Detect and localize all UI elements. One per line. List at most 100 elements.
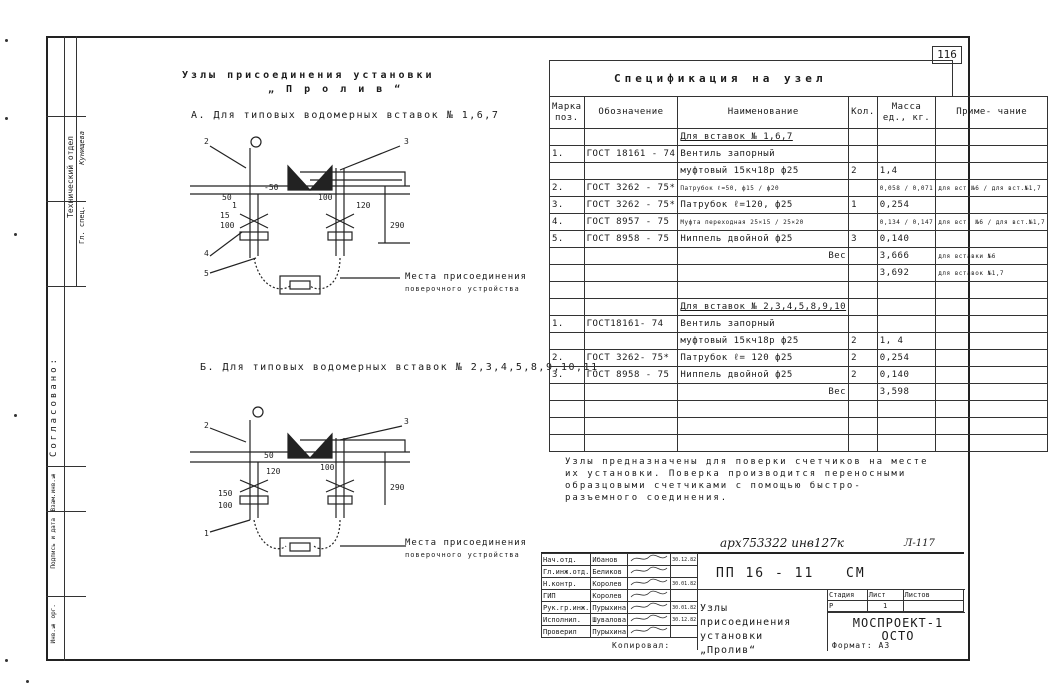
staff-role: Нач.отд.: [540, 553, 592, 566]
scan-dot: [26, 680, 29, 683]
staff-name: Пурыхина: [590, 625, 629, 638]
sheet-ref: Л-117: [904, 538, 935, 549]
spec-cell: Патрубок ℓ=120, ф25: [677, 196, 850, 214]
spec-cell: [935, 349, 1048, 367]
title-block-top: [541, 552, 964, 554]
spec-cell: [876, 315, 937, 333]
note-line: образцовыми счетчиками с помощью быстро-: [565, 481, 862, 491]
staff-role: Гл.инж.отд.: [540, 565, 592, 578]
spec-header-name: Наименование: [677, 96, 850, 129]
connection-label-b2: поверочного устройства: [405, 551, 520, 559]
staff-role: ГИП: [540, 589, 592, 602]
signature: [627, 565, 672, 578]
drawing-code: ПП 16 - 11: [716, 566, 815, 581]
spec-cell: ГОСТ 3262- 75*: [583, 349, 679, 367]
dim-100d: 100: [218, 501, 233, 510]
drawing-code-suffix: СМ: [846, 566, 866, 581]
spec-cell: для вст.№6 / для вст.№1,7: [935, 179, 1048, 197]
dept-label: Технический отдел: [66, 136, 75, 218]
spec-header-note: Приме- чание: [935, 96, 1048, 129]
spec-empty-row: [549, 400, 1048, 418]
staff-date: [670, 565, 699, 578]
signature: [627, 553, 672, 566]
spec-cell: муфтовый 15кч18р ф25: [677, 332, 850, 350]
spec-cell: [935, 162, 1048, 180]
spec-cell: 1,4: [876, 162, 937, 180]
spec-header-pos: Марка поз.: [549, 96, 585, 129]
diagram-b: 2 3 1 120 50 100 290 150 100: [190, 406, 410, 557]
spec-cell: ГОСТ 18161 - 74: [583, 145, 679, 163]
spec-title-box: [549, 60, 953, 96]
spec-empty-row: [549, 434, 1048, 452]
spec-cell: [549, 332, 585, 350]
spec-cell: 2: [848, 162, 878, 180]
spec-cell: 1.: [549, 145, 585, 163]
spec-header-mass: Масса ед., кг.: [876, 96, 937, 129]
signature: [627, 613, 672, 626]
scan-dot: [14, 233, 17, 236]
spec-row: 2.ГОСТ 3262 - 75*Патрубок ℓ=50, ф15 / ф2…: [549, 179, 1048, 197]
connection-label-a2: поверочного устройства: [405, 285, 520, 293]
spec-cell: [583, 332, 679, 350]
archive-mark: арх753322 инв127к: [720, 536, 844, 550]
spec-cell: 3.: [549, 366, 585, 384]
spec-cell: Вес: [677, 383, 850, 401]
section-b-title: Б. Для типовых водомерных вставок № 2,3,…: [200, 362, 599, 373]
spec-cell: 0,058 / 0,071: [876, 179, 937, 197]
spec-cell: [935, 383, 1048, 401]
spec-cell: Вес: [677, 247, 850, 265]
note-block: Узлы предназначены для поверки счетчиков…: [565, 456, 929, 504]
spec-cell: [935, 366, 1048, 384]
spec-cell: Патрубок ℓ=50, ф15 / ф20: [677, 179, 850, 197]
note-line: Узлы предназначены для поверки счетчиков…: [565, 457, 929, 467]
diagram-a: 2 3 4 5 1 100 120 -50 290 100 15 50: [190, 136, 410, 295]
spec-cell: [583, 162, 679, 180]
callout-5: 5: [204, 269, 209, 278]
callout-4: 4: [204, 249, 209, 258]
staff-date: [670, 589, 699, 602]
sheet-label: Лист: [866, 589, 904, 601]
dim-290b: 290: [390, 483, 405, 492]
scan-dot: [5, 39, 8, 42]
spec-header-row: Марка поз. Обозначение Наименование Кол.…: [549, 96, 1048, 129]
dim-50b: 50: [222, 193, 232, 202]
spec-cell: [583, 383, 679, 401]
scan-dot: [14, 414, 17, 417]
spec-header-qty: Кол.: [848, 96, 878, 129]
dim-100: 100: [318, 193, 333, 202]
spec-cell: 0,140: [876, 230, 937, 248]
spec-cell: 2: [848, 366, 878, 384]
staff-name: Шувалова: [590, 613, 629, 626]
drawing-title: Узлы присоединения установки: [182, 70, 435, 81]
spec-group-b-title: Для вставок № 2,3,4,5,8,9,10: [677, 298, 850, 316]
spec-cell: для вставки №6: [935, 247, 1048, 265]
spec-cell: [549, 264, 585, 282]
callout-1b: 1: [204, 529, 209, 538]
spec-cell: Ниппель двойной ф25: [677, 230, 850, 248]
spec-cell: Муфта переходная 25×15 / 25×20: [677, 213, 850, 231]
spec-cell: ГОСТ18161- 74: [583, 315, 679, 333]
spec-cell: [848, 315, 878, 333]
spec-empty-row: [549, 281, 1048, 299]
staff-role: Исполнил.: [540, 613, 592, 626]
spec-header-designation: Обозначение: [583, 96, 679, 129]
dim-50c: 50: [264, 451, 274, 460]
connection-label-a: Места присоединения: [405, 272, 527, 282]
staff-role: Рук.гр.инж.: [540, 601, 592, 614]
copied-label: Копировал:: [612, 641, 671, 650]
section-a-title: А. Для типовых водомерных вставок № 1,6,…: [191, 110, 500, 121]
spec-cell: 3.: [549, 196, 585, 214]
spec-group-b-row: Для вставок № 2,3,4,5,8,9,10: [549, 298, 1048, 316]
staff-name: Беликов: [590, 565, 629, 578]
spec-cell: 0,254: [876, 196, 937, 214]
sign-date-label: Подпись и дата: [50, 518, 57, 569]
spec-cell: [848, 213, 878, 231]
spec-cell: Ниппель двойной ф25: [677, 366, 850, 384]
spec-cell: ГОСТ 8957 - 75: [583, 213, 679, 231]
